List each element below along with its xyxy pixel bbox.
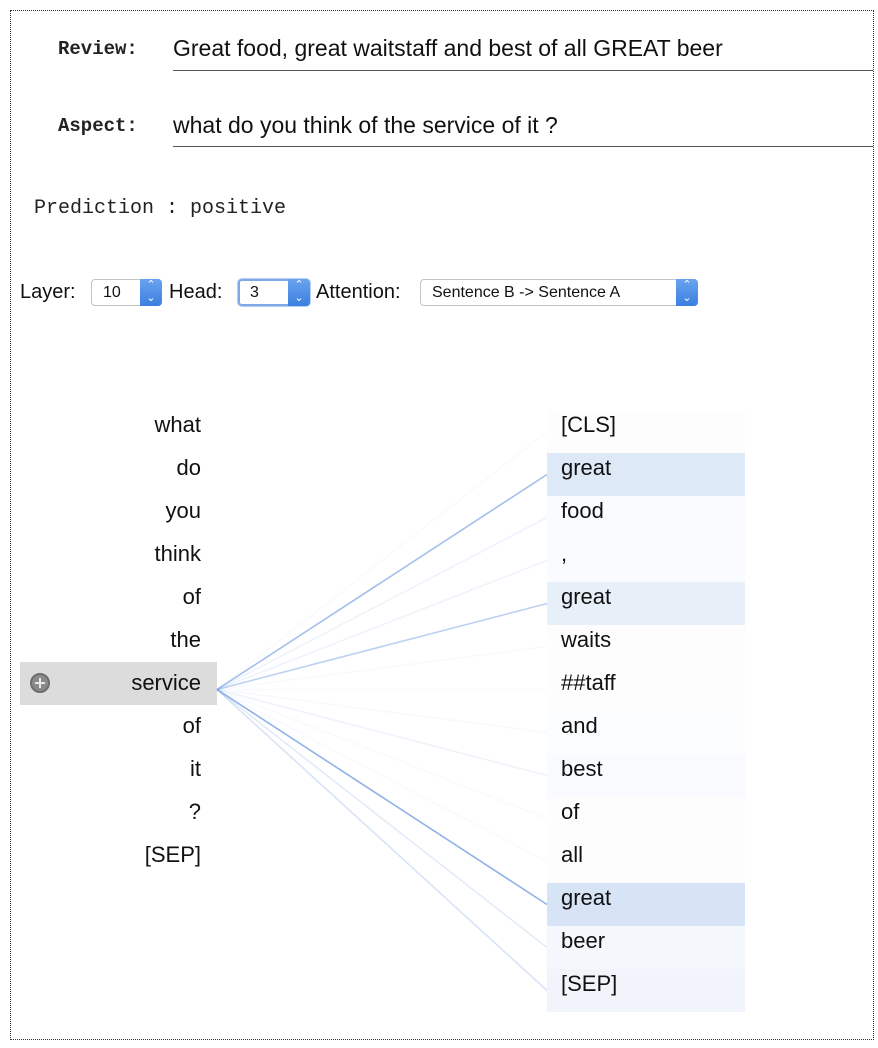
sentence-a-token[interactable]: waits: [561, 627, 612, 652]
sentence-b-token[interactable]: of: [182, 713, 201, 738]
attention-select-value: Sentence B -> Sentence A: [432, 284, 621, 301]
attention-label: Attention:: [316, 281, 401, 303]
attention-select[interactable]: Sentence B -> Sentence A ⌃⌄: [420, 279, 698, 306]
sentence-b-token[interactable]: [SEP]: [144, 842, 201, 867]
layer-select[interactable]: 10 ⌃⌄: [91, 279, 162, 306]
sentence-b-token[interactable]: it: [190, 756, 201, 781]
head-select-value: 3: [250, 284, 259, 301]
chevron-updown-icon: ⌃⌄: [140, 279, 162, 306]
prediction-value: positive: [190, 197, 287, 220]
head-select[interactable]: 3 ⌃⌄: [238, 279, 310, 306]
sentence-b-token[interactable]: what: [154, 412, 201, 437]
sentence-a-token[interactable]: all: [561, 842, 584, 867]
layer-label: Layer:: [20, 281, 76, 303]
sentence-a-token[interactable]: ##taff: [561, 670, 616, 695]
sentence-b-token[interactable]: think: [154, 541, 201, 566]
plus-circle-icon[interactable]: [30, 673, 50, 693]
sentence-a-token[interactable]: best: [561, 756, 603, 781]
sentence-b-token[interactable]: ?: [188, 799, 201, 824]
sentence-a-token[interactable]: great: [561, 455, 612, 480]
prediction-text: Prediction : positive: [34, 197, 286, 220]
sentence-a-token[interactable]: of: [561, 799, 580, 824]
widget-frame: [10, 10, 874, 1040]
head-label: Head:: [169, 281, 223, 303]
review-input[interactable]: [173, 33, 873, 71]
sentence-a-token[interactable]: ,: [561, 541, 568, 566]
chevron-updown-icon: ⌃⌄: [676, 279, 698, 306]
sentence-b-token[interactable]: of: [182, 584, 201, 609]
sentence-a-token[interactable]: food: [561, 498, 604, 523]
sentence-a-token[interactable]: great: [561, 584, 612, 609]
sentence-b-token[interactable]: the: [170, 627, 201, 652]
sentence-a-token[interactable]: great: [561, 885, 612, 910]
prediction-label: Prediction :: [34, 197, 179, 220]
aspect-label: Aspect:: [58, 115, 138, 137]
aspect-input[interactable]: [173, 110, 873, 147]
sentence-a-token[interactable]: beer: [561, 928, 606, 953]
selected-token-highlight: [20, 662, 217, 705]
sentence-b-token[interactable]: you: [165, 498, 201, 523]
chevron-updown-icon: ⌃⌄: [288, 279, 310, 306]
sentence-b-token[interactable]: service: [131, 670, 201, 695]
sentence-b-token[interactable]: do: [176, 455, 201, 480]
layer-select-value: 10: [103, 284, 121, 301]
sentence-a-token[interactable]: [CLS]: [561, 412, 617, 437]
review-label: Review:: [58, 38, 138, 60]
sentence-a-token[interactable]: [SEP]: [561, 971, 618, 996]
sentence-a-token[interactable]: and: [561, 713, 598, 738]
